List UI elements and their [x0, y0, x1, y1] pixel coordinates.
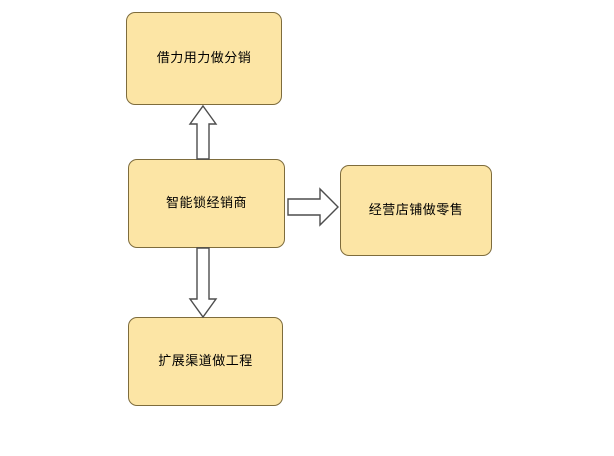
arrow-down-icon — [188, 247, 218, 319]
node-retail[interactable]: 经营店铺做零售 — [340, 165, 492, 256]
arrow-up-icon — [188, 104, 218, 160]
node-distribution-label: 借力用力做分销 — [156, 50, 252, 66]
node-dealer[interactable]: 智能锁经销商 — [128, 159, 285, 248]
connector-dealer-to-distribution[interactable] — [188, 104, 218, 160]
node-project-label: 扩展渠道做工程 — [158, 353, 253, 369]
node-project[interactable]: 扩展渠道做工程 — [128, 317, 283, 406]
connector-dealer-to-project[interactable] — [188, 247, 218, 319]
connector-dealer-to-retail[interactable] — [286, 187, 340, 227]
node-distribution[interactable]: 借力用力做分销 — [126, 12, 282, 105]
arrow-right-icon — [287, 187, 339, 227]
node-dealer-label: 智能锁经销商 — [165, 195, 247, 211]
node-retail-label: 经营店铺做零售 — [368, 202, 464, 218]
